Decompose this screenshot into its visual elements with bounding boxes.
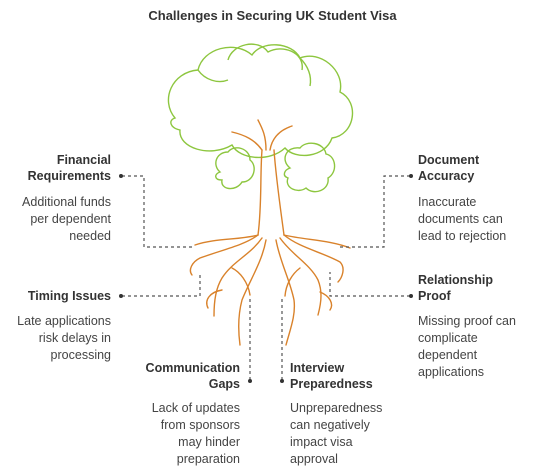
- financial-description: Additional funds per dependent needed: [22, 195, 111, 243]
- relationship-description: Missing proof can complicate dependent a…: [418, 314, 516, 379]
- interview-description: Unpreparedness can negatively impact vis…: [290, 401, 383, 466]
- interview-heading: Interview Preparedness: [290, 361, 373, 391]
- timing-heading: Timing Issues: [27, 289, 111, 303]
- connector-lines: [122, 175, 410, 380]
- communication-heading: Communication Gaps: [145, 361, 240, 391]
- financial-heading: Financial Requirements: [27, 153, 111, 183]
- document-description: Inaccurate documents can lead to rejecti…: [418, 195, 507, 243]
- document-heading: Document Accuracy: [418, 153, 480, 183]
- communication-description: Lack of updates from sponsors may hinder…: [151, 401, 240, 466]
- relationship-heading: Relationship Proof: [418, 273, 494, 303]
- connector-dots: [119, 174, 413, 383]
- tree-trunk-roots: [189, 119, 351, 346]
- tree-canopy: [167, 43, 354, 193]
- timing-description: Late applications risk delays in process…: [17, 314, 111, 362]
- diagram-title: Challenges in Securing UK Student Visa: [148, 8, 397, 23]
